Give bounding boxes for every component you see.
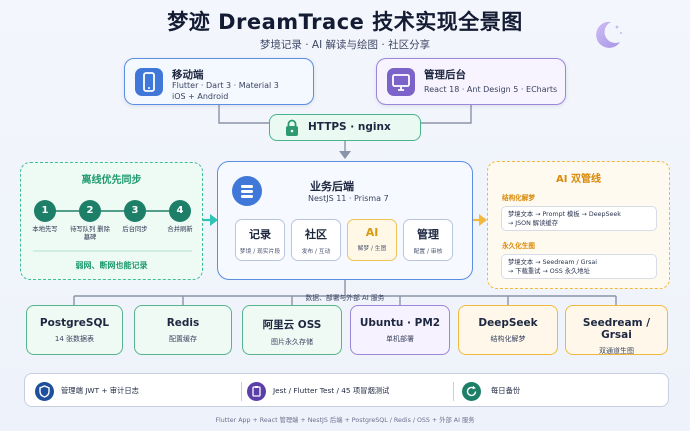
bottom-backup-text: 每日备份 [491,386,521,395]
bottom-divider-2 [453,382,454,401]
step-3-circle: 3 [124,200,146,222]
ai-image-line2: → 下载重试 → OSS 永久地址 [508,268,590,275]
infra-deepseek: DeepSeek 结构化解梦 [458,305,558,355]
module-ai: AI 解梦 / 生图 [347,219,397,261]
clipboard-icon [247,382,266,401]
ai-pipeline-panel: AI 双管线 结构化解梦 梦境文本 → Prompt 模板 → DeepSeek… [487,161,670,289]
infra-ubuntu-pm2: Ubuntu · PM2 单机部署 [350,305,450,355]
footer-summary: Flutter App + React 管理端 + NestJS 后端 + Po… [215,417,475,424]
module-ai-title: AI [365,226,379,239]
ai-section-interpret-box: 梦境文本 → Prompt 模板 → DeepSeek → JSON 解读缓存 [501,206,657,231]
moon-icon [596,21,622,48]
shield-icon [35,382,54,401]
mobile-title: 移动端 [172,69,204,81]
infra-ubuntu-title: Ubuntu · PM2 [359,317,441,329]
module-admin-sub: 配置 / 审核 [413,249,443,255]
ai-section-image-label: 永久化生图 [502,242,535,250]
module-record-title: 记录 [249,228,271,241]
infra-deepseek-title: DeepSeek [478,317,538,329]
step-1-circle: 1 [34,200,56,222]
backend-title: 业务后端 [310,180,354,193]
backend-panel: 业务后端 NestJS 11 · Prisma 7 记录 梦境 / 现实片段 社… [217,161,473,280]
step-4-label: 合并刷新 [167,226,193,233]
module-admin-title: 管理 [417,228,439,241]
infra-oss-sub: 图片永久存储 [271,338,313,346]
page-subtitle: 梦境记录 · AI 解读与绘图 · 社区分享 [259,39,431,51]
infra-postgresql-title: PostgreSQL [39,317,110,329]
page-title: 梦迹 DreamTrace 技术实现全景图 [167,10,523,34]
infra-postgresql: PostgreSQL 14 张数据表 [26,305,123,355]
server-stack-icon [232,176,262,206]
step-2-circle: 2 [79,200,101,222]
infra-postgresql-sub: 14 张数据表 [54,335,95,343]
infra-seedream-sub: 双通道生图 [599,347,634,355]
step-2-label: 待写队列 删除墓碑 [70,226,110,241]
module-community: 社区 发布 / 互动 [291,219,341,261]
infra-redis-sub: 配置缓存 [169,335,197,343]
infra-redis-title: Redis [166,317,200,329]
module-record: 记录 梦境 / 现实片段 [235,219,285,261]
quality-bar: 管理端 JWT + 审计日志 Jest / Flutter Test / 45 … [24,373,669,407]
admin-title: 管理后台 [424,69,466,81]
backend-subtitle: NestJS 11 · Prisma 7 [308,194,389,203]
admin-client-card: 管理后台 React 18 · Ant Design 5 · ECharts [376,58,566,105]
offline-title: 离线优先同步 [81,175,142,186]
ai-interpret-line2: → JSON 解读缓存 [508,220,558,227]
bottom-security-text: 管理端 JWT + 审计日志 [61,386,139,395]
bottom-testing-text: Jest / Flutter Test / 45 项冒烟测试 [273,386,390,395]
module-admin: 管理 配置 / 审核 [403,219,453,261]
module-community-sub: 发布 / 互动 [301,249,331,255]
step-1-label: 本地先写 [32,226,58,233]
ai-section-interpret-label: 结构化解梦 [502,194,535,202]
services-bus-label: 数据、部署与外部 AI 服务 [305,294,385,302]
mobile-client-card: 移动端 Flutter · Dart 3 · Material 3 iOS + … [124,58,314,105]
bottom-divider-1 [241,382,242,401]
infra-oss-title: 阿里云 OSS [262,319,322,331]
step-3-label: 后台同步 [122,226,148,233]
infra-seedream: Seedream / Grsai 双通道生图 [565,305,668,355]
refresh-icon [462,382,481,401]
infra-oss: 阿里云 OSS 图片永久存储 [242,305,342,355]
step-4-circle: 4 [169,200,191,222]
gateway-label: HTTPS · nginx [308,121,391,133]
mobile-platforms: iOS + Android [172,92,229,101]
module-record-sub: 梦境 / 现实片段 [239,249,281,255]
module-ai-sub: 解梦 / 生图 [357,246,387,252]
lock-icon [286,119,298,136]
ai-interpret-line1: 梦境文本 → Prompt 模板 → DeepSeek [508,211,621,218]
ai-section-image-box: 梦境文本 → Seedream / Grsai → 下载重试 → OSS 永久地… [501,254,657,279]
https-gateway: HTTPS · nginx [269,114,421,141]
mobile-stack: Flutter · Dart 3 · Material 3 [172,81,279,90]
infra-seedream-title: Seedream / Grsai [582,317,651,341]
ai-pipeline-title: AI 双管线 [556,174,601,185]
infra-ubuntu-sub: 单机部署 [386,335,414,343]
phone-icon [135,68,163,96]
infra-deepseek-sub: 结构化解梦 [490,335,526,343]
admin-stack: React 18 · Ant Design 5 · ECharts [424,85,558,94]
offline-footer: 弱网、断网也能记录 [75,261,148,270]
module-community-title: 社区 [305,228,327,241]
infra-redis: Redis 配置缓存 [134,305,232,355]
monitor-icon [387,68,415,96]
ai-image-line1: 梦境文本 → Seedream / Grsai [508,259,598,266]
offline-sync-panel: 离线优先同步 1 2 3 4 本地先写 待写队列 删除墓碑 后台同步 合并刷新 … [20,162,203,280]
